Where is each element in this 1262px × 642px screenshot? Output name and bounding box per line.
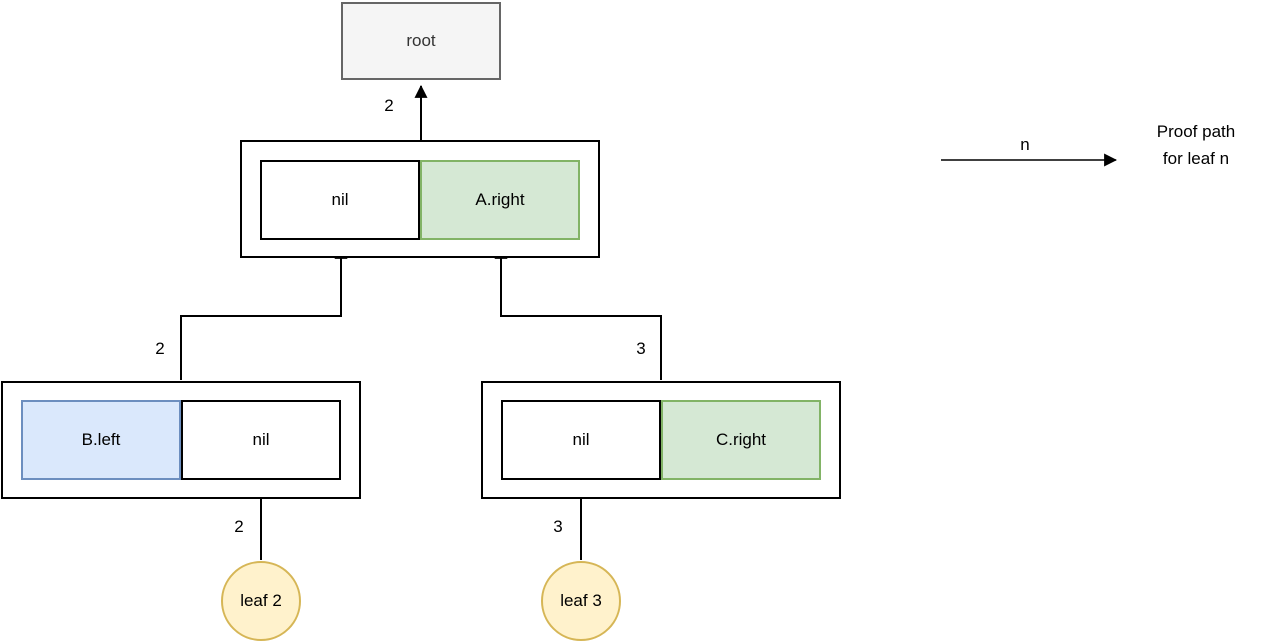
edge-label-leaf2-to-b: 2 — [234, 517, 244, 536]
leaf-3-label: leaf 3 — [560, 591, 602, 610]
root-label: root — [406, 31, 436, 50]
node-b-right-label: nil — [252, 430, 270, 449]
leaf-2-label: leaf 2 — [240, 591, 282, 610]
legend-caption-line2: for leaf n — [1162, 149, 1230, 168]
edge-b-to-a — [180, 245, 348, 380]
leaf-2-node: leaf 2 — [221, 561, 301, 641]
node-c-right-cell: C.right — [661, 400, 821, 480]
legend-caption: Proof path for leaf n — [1130, 118, 1262, 172]
node-b-right-cell: nil — [181, 400, 341, 480]
node-a-left-label: nil — [331, 190, 349, 209]
node-b-left-label: B.left — [81, 430, 121, 449]
edge-label-a-to-root: 2 — [384, 96, 394, 115]
legend-arrow-label: n — [1020, 135, 1030, 154]
node-c-left-label: nil — [572, 430, 590, 449]
edge-label-leaf3-to-c: 3 — [553, 517, 563, 536]
node-c-left-cell: nil — [501, 400, 661, 480]
root-node: root — [341, 2, 501, 80]
legend-caption-line1: Proof path — [1156, 122, 1236, 141]
leaf-3-node: leaf 3 — [541, 561, 621, 641]
node-a-right-cell: A.right — [420, 160, 580, 240]
node-b-left-cell: B.left — [21, 400, 181, 480]
node-a-left-cell: nil — [260, 160, 420, 240]
edge-label-c-to-a: 3 — [636, 339, 646, 358]
node-c-right-label: C.right — [715, 430, 767, 449]
edge-label-b-to-a: 2 — [155, 339, 165, 358]
node-a-right-label: A.right — [475, 190, 525, 209]
